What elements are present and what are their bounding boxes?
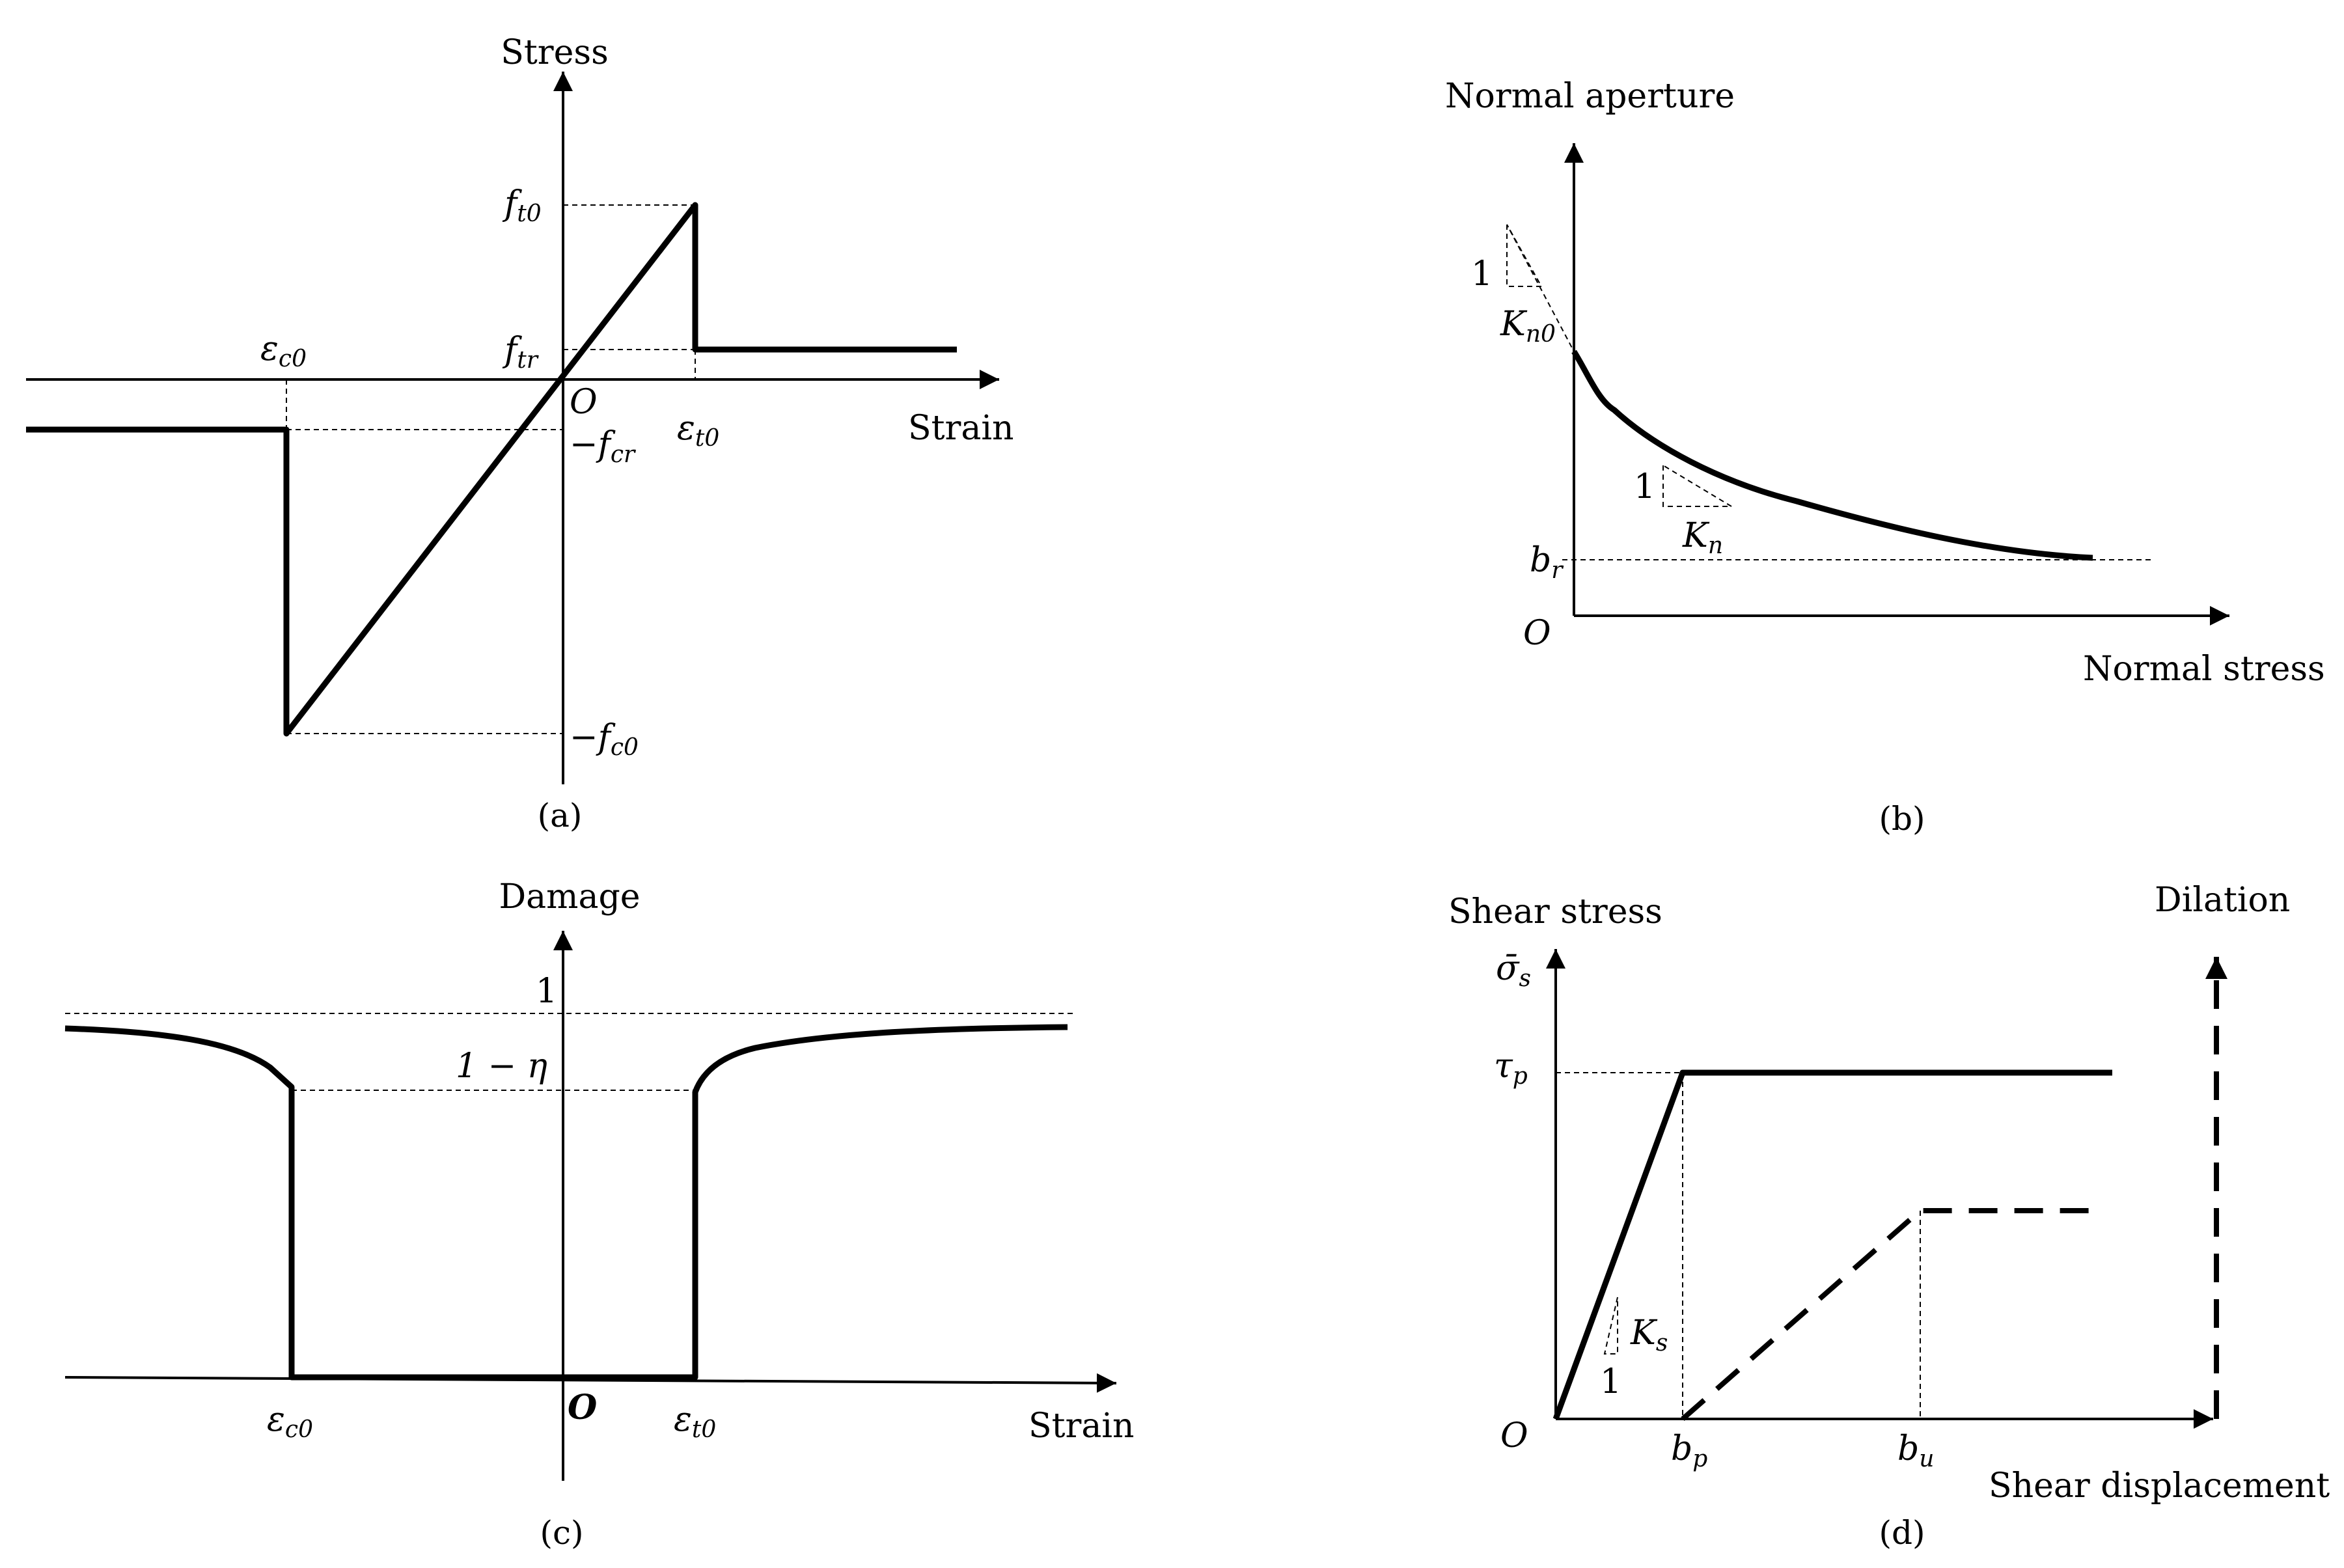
kn0-slope-triangle bbox=[1506, 224, 1575, 352]
br-label: br bbox=[1530, 541, 1564, 584]
strain-label: Strain bbox=[1028, 1407, 1135, 1446]
damage-label: Damage bbox=[499, 877, 640, 916]
caption-d: (d) bbox=[1879, 1514, 1925, 1552]
normal-stress-label: Normal stress bbox=[2083, 650, 2325, 689]
panel-b: Normal aperture Normal stress O 1 Kn0 1 … bbox=[1445, 77, 2325, 838]
stress-label: Stress bbox=[501, 33, 609, 72]
origin-label: O bbox=[570, 383, 598, 422]
slope-one-top-label: 1 bbox=[1471, 254, 1493, 294]
stress-strain-curve bbox=[26, 202, 957, 737]
bp-label: bp bbox=[1671, 1429, 1707, 1472]
one-label: 1 bbox=[536, 972, 557, 1011]
damage-curve bbox=[64, 1024, 1068, 1381]
panel-c: Damage Strain O 1 1 − η εc0 εt0 (c) bbox=[64, 877, 1135, 1552]
caption-a: (a) bbox=[538, 797, 583, 834]
slope-one-mid-label: 1 bbox=[1634, 467, 1655, 506]
panel-a: Stress Strain O ft0 ftr −fcr −fc0 εc0 εt… bbox=[26, 33, 1014, 834]
ks-slope-triangle bbox=[1603, 1297, 1618, 1355]
ks-label: Ks bbox=[1630, 1314, 1668, 1356]
tau-p-label: τp bbox=[1494, 1047, 1528, 1090]
shear-displacement-label: Shear displacement bbox=[1989, 1466, 2330, 1506]
eps-c0-label: εc0 bbox=[260, 329, 307, 372]
caption-c: (c) bbox=[540, 1514, 583, 1552]
ft0-label: ft0 bbox=[502, 184, 542, 227]
eps-t0-label: εt0 bbox=[674, 1400, 716, 1443]
strain-label: Strain bbox=[908, 409, 1014, 448]
shear-stress-label: Shear stress bbox=[1448, 892, 1662, 931]
shear-stress-curve bbox=[1552, 1069, 2112, 1420]
neg-fcr-label: −fcr bbox=[570, 425, 636, 468]
dilation-label: Dilation bbox=[2155, 881, 2290, 920]
origin-label: O bbox=[1523, 614, 1551, 653]
eps-t0-label: εt0 bbox=[677, 409, 719, 452]
neg-fc0-label: −fc0 bbox=[570, 718, 639, 761]
caption-b: (b) bbox=[1879, 800, 1925, 838]
panel-d: Shear stress Dilation Shear displacement… bbox=[1448, 881, 2330, 1552]
kn-label: Kn bbox=[1682, 516, 1723, 559]
aperture-curve bbox=[1571, 350, 2093, 561]
normal-aperture-label: Normal aperture bbox=[1445, 77, 1735, 116]
one-minus-eta-label: 1 − η bbox=[456, 1047, 547, 1086]
origin-label: O bbox=[568, 1388, 597, 1427]
slope-one-label: 1 bbox=[1600, 1362, 1621, 1401]
eps-c0-label: εc0 bbox=[267, 1400, 313, 1443]
bu-label: bu bbox=[1897, 1429, 1934, 1472]
kn-slope-triangle bbox=[1662, 465, 1734, 507]
sigma-s-label: σ̄s bbox=[1496, 949, 1531, 992]
dilation-curve bbox=[1681, 1208, 2103, 1422]
kn0-label: Kn0 bbox=[1500, 305, 1556, 348]
origin-label: O bbox=[1500, 1416, 1528, 1455]
ftr-label: ftr bbox=[502, 331, 539, 374]
